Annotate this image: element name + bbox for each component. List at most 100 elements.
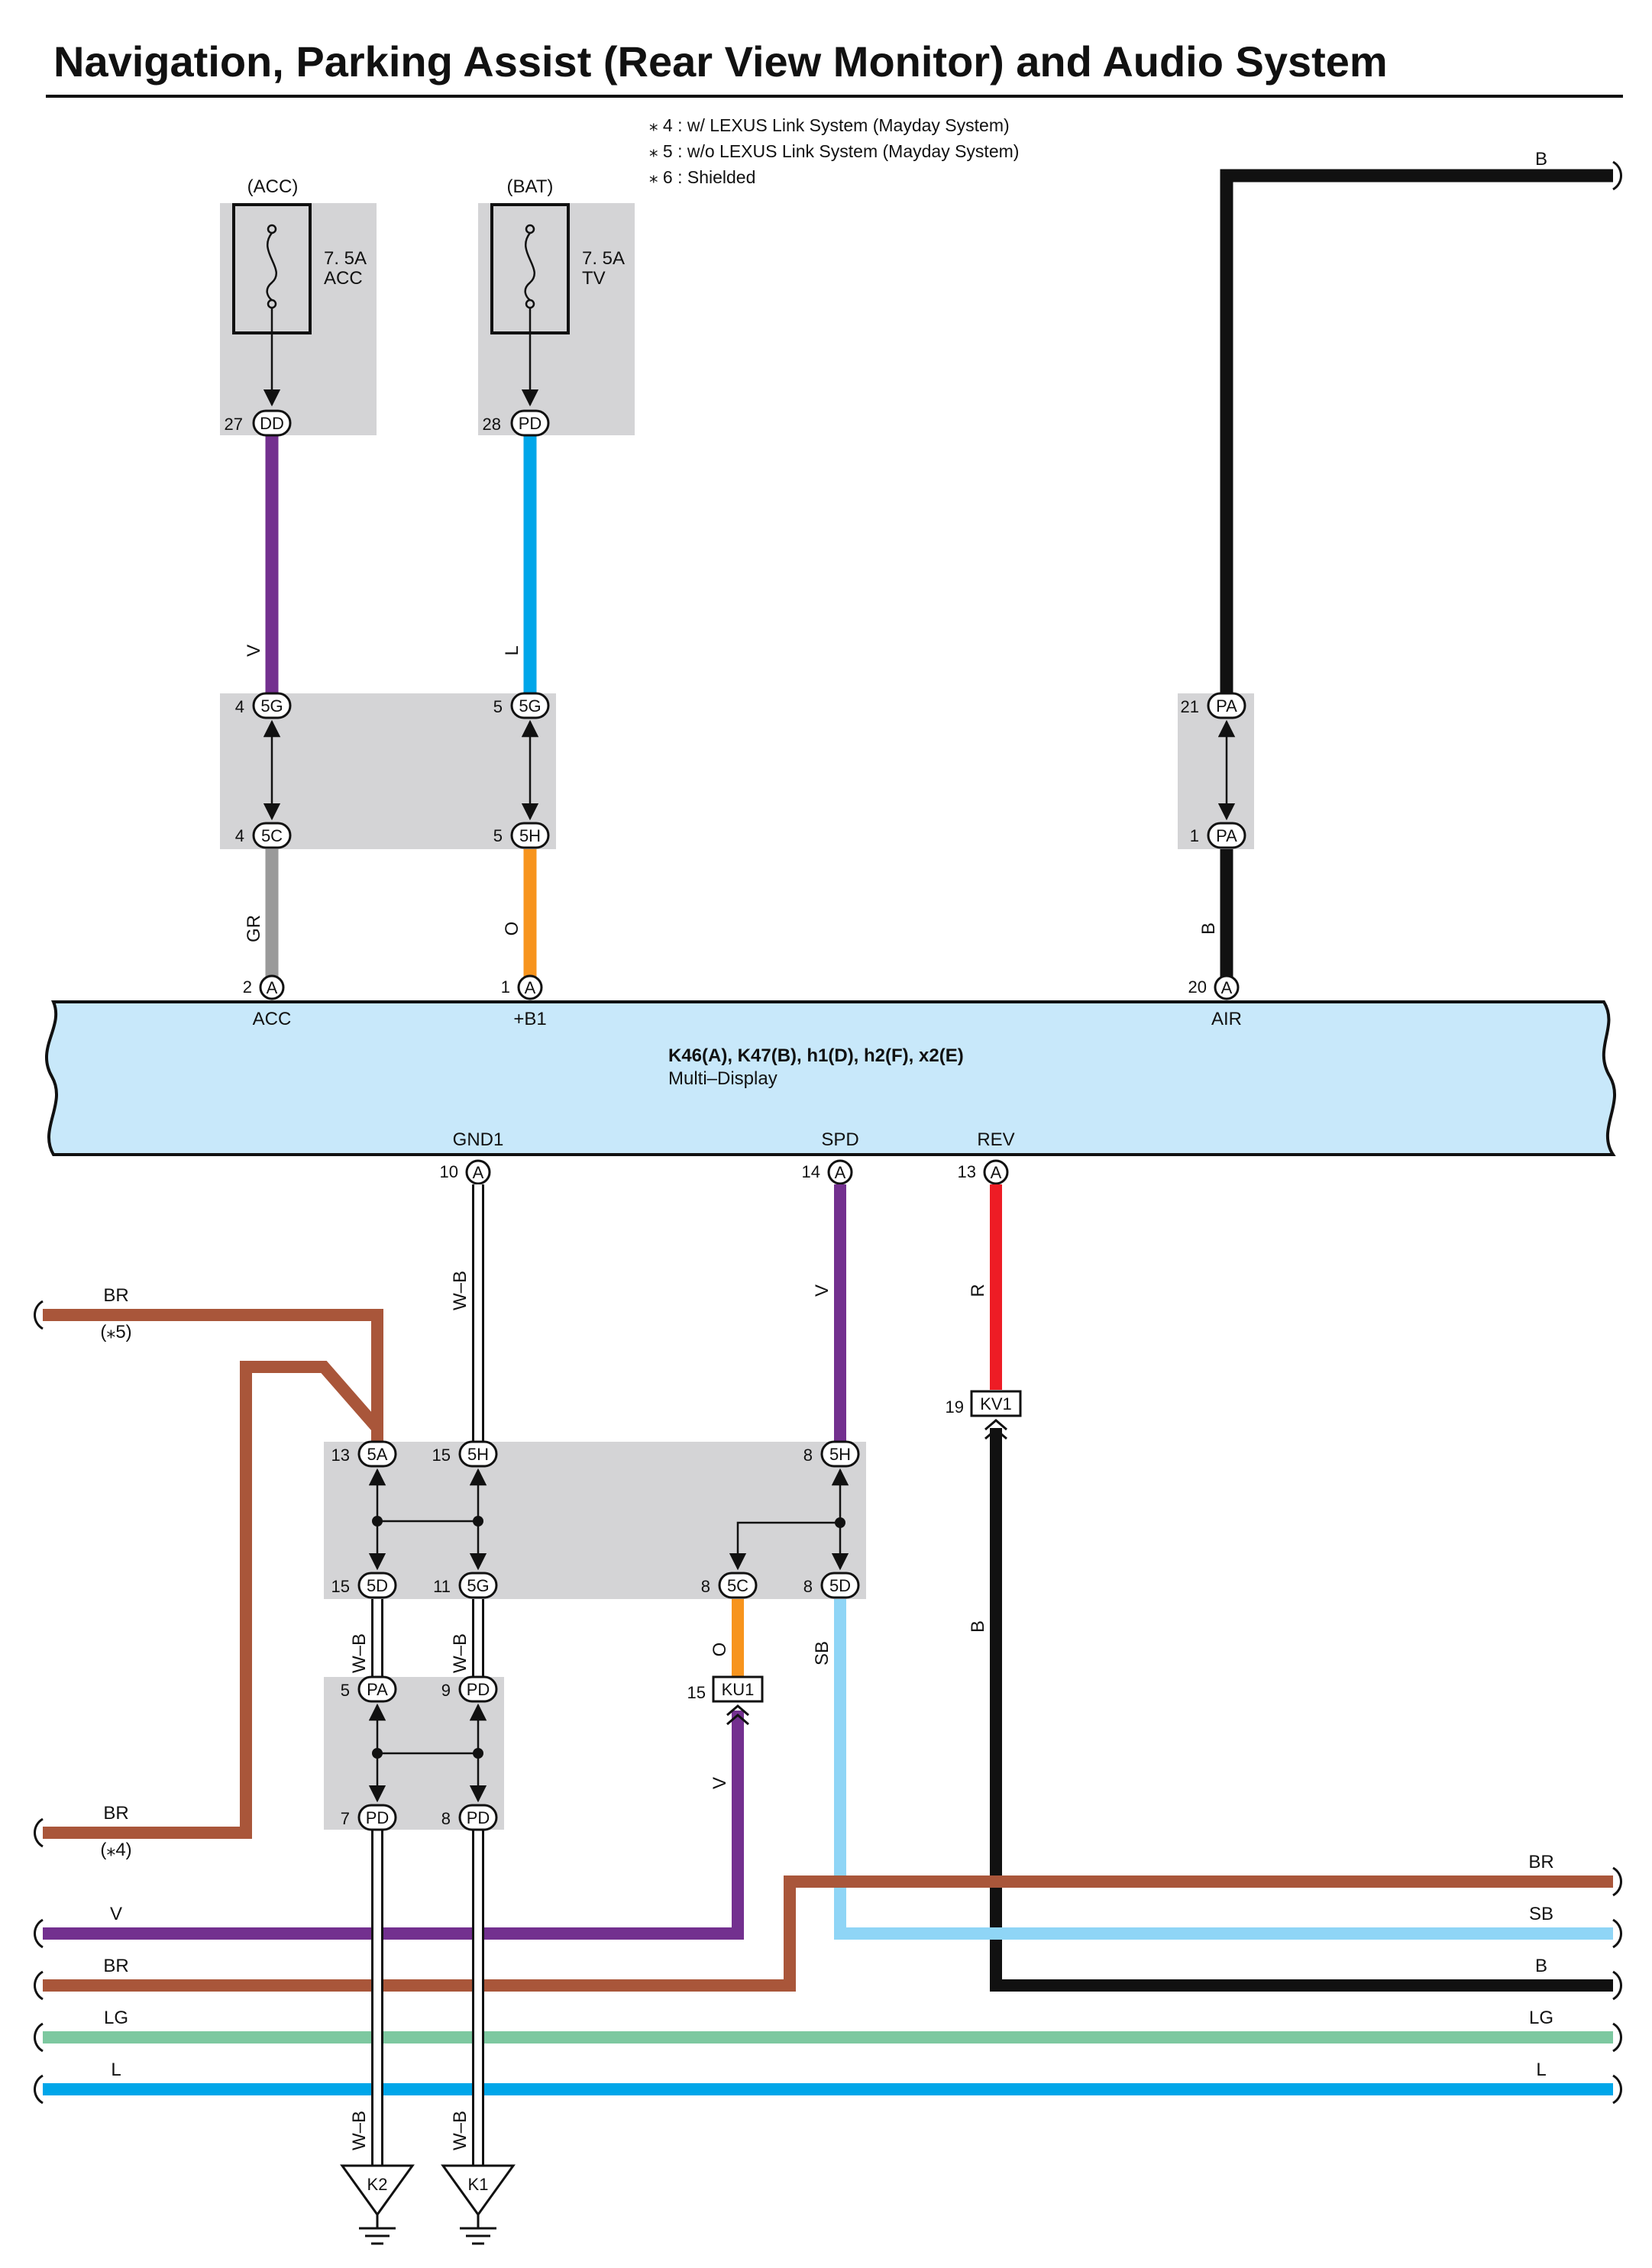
svg-text:5D: 5D [367, 1576, 388, 1595]
svg-text:4: 4 [235, 697, 244, 716]
fuse-acc: (ACC) 7. 5A ACC [232, 176, 367, 407]
right-label-b: B [1535, 1956, 1547, 1976]
label-wire-wb-k1: W–B [450, 2111, 470, 2150]
multi-display-description: Multi–Display [668, 1068, 778, 1089]
fuse-box-bat [478, 203, 635, 435]
svg-text:10: 10 [440, 1162, 458, 1181]
connector-pd-28: 28 PD [483, 409, 550, 437]
svg-text:KV1: KV1 [980, 1394, 1012, 1413]
connector-pd-9: 9 PD [441, 1675, 498, 1703]
wire-br-long [43, 1875, 1613, 1992]
page-title: Navigation, Parking Assist (Rear View Mo… [53, 37, 1388, 86]
left-label-note4: (⁎4) [100, 1840, 131, 1860]
connector-5h-15: 15 5H [432, 1440, 498, 1468]
svg-text:27: 27 [225, 415, 243, 434]
left-label-br: BR [103, 1956, 128, 1976]
svg-text:5G: 5G [260, 696, 283, 716]
svg-text:PD: PD [467, 1680, 490, 1699]
svg-text:13: 13 [331, 1446, 350, 1465]
connector-pa-5: 5 PA [341, 1675, 397, 1703]
svg-text:20: 20 [1188, 977, 1207, 997]
label-wire-b-air: B [1198, 922, 1219, 935]
fuse-bat-name: TV [582, 268, 606, 289]
left-label-note5: (⁎5) [100, 1322, 131, 1342]
connector-5g-5: 5 5G [493, 692, 550, 719]
svg-text:1: 1 [501, 977, 510, 997]
label-wire-wb-gnd1: W–B [450, 1271, 470, 1310]
wire-v-ku1 [43, 1711, 744, 1940]
svg-text:PD: PD [519, 414, 542, 433]
label-wire-v-spd: V [812, 1284, 832, 1297]
svg-text:KU1: KU1 [722, 1680, 755, 1699]
svg-text:7: 7 [341, 1809, 350, 1828]
svg-text:A: A [473, 1163, 484, 1182]
svg-text:5D: 5D [829, 1576, 851, 1595]
connector-pa-1: 1 PA [1190, 822, 1246, 849]
svg-text:2: 2 [243, 977, 252, 997]
svg-text:8: 8 [441, 1809, 451, 1828]
svg-text:5H: 5H [519, 826, 541, 845]
svg-text:K1: K1 [468, 2175, 489, 2194]
ground-k1: K1 [441, 2164, 516, 2245]
svg-text:28: 28 [483, 415, 501, 434]
connector-5h-5: 5 5H [493, 822, 550, 849]
left-label-v: V [110, 1904, 122, 1924]
left-label-lg: LG [104, 2008, 128, 2028]
svg-text:SPD: SPD [821, 1129, 858, 1150]
label-wire-wb-right: W–B [450, 1633, 470, 1673]
svg-text:5H: 5H [467, 1445, 489, 1464]
ground-k2: K2 [340, 2164, 415, 2245]
multi-display-name: K46(A), K47(B), h1(D), h2(F), x2(E) [668, 1045, 964, 1066]
svg-text:8: 8 [803, 1577, 813, 1596]
pin-rev: REV 13 A [958, 1129, 1015, 1185]
connector-5d-8: 8 5D [803, 1572, 860, 1599]
svg-text:5C: 5C [727, 1576, 748, 1595]
right-label-l: L [1536, 2060, 1546, 2080]
connector-5g-11: 11 5G [433, 1572, 498, 1599]
svg-text:GND1: GND1 [453, 1129, 504, 1150]
label-wire-v: V [244, 645, 264, 657]
svg-text:PA: PA [1216, 696, 1237, 716]
svg-text:14: 14 [802, 1162, 820, 1181]
fuse-bat-source: (BAT) [507, 176, 554, 197]
mid-junction-internal [368, 1468, 849, 1571]
connector-kv1: 19 KV1 [946, 1390, 1022, 1440]
svg-text:5G: 5G [519, 696, 541, 716]
pin-gnd1: GND1 10 A [440, 1129, 504, 1185]
low-junction-internal [368, 1703, 487, 1803]
right-label-lg: LG [1529, 2008, 1553, 2028]
svg-text:K2: K2 [367, 2175, 388, 2194]
note-6: ⁎ 6 : Shielded [649, 167, 755, 187]
svg-text:15: 15 [331, 1577, 350, 1596]
fuse-acc-name: ACC [324, 268, 363, 289]
wire-end-b-top [1612, 160, 1622, 191]
label-wire-wb-k2: W–B [349, 2111, 370, 2150]
svg-text:REV: REV [977, 1129, 1014, 1150]
svg-text:8: 8 [701, 1577, 710, 1596]
label-wire-o: O [502, 922, 522, 936]
right-wire-ends [1612, 1866, 1622, 2105]
svg-text:ACC: ACC [253, 1009, 292, 1029]
wire-b-kv1 [990, 1428, 1613, 1992]
fuse-acc-source: (ACC) [247, 176, 299, 197]
note-4: ⁎ 4 : w/ LEXUS Link System (Mayday Syste… [649, 115, 1010, 135]
note-5: ⁎ 5 : w/o LEXUS Link System (Mayday Syst… [649, 141, 1019, 161]
connector-5h-8: 8 5H [803, 1440, 860, 1468]
connector-pd-7: 7 PD [341, 1804, 397, 1831]
connector-dd-27: 27 DD [225, 409, 292, 437]
svg-text:5G: 5G [467, 1576, 489, 1595]
label-wire-b-kv1: B [968, 1620, 988, 1633]
fuse-box-acc [220, 203, 377, 435]
svg-text:1: 1 [1190, 826, 1199, 845]
label-wire-wb-left: W–B [349, 1633, 370, 1673]
label-wire-r-rev: R [968, 1284, 988, 1297]
pin-acc: 2 A ACC [243, 974, 292, 1029]
left-label-l: L [111, 2060, 121, 2080]
svg-text:+B1: +B1 [513, 1009, 546, 1029]
svg-text:PA: PA [1216, 826, 1237, 845]
wire-b-air-top [1220, 169, 1613, 693]
svg-text:PD: PD [467, 1808, 490, 1827]
multi-display-body [45, 1000, 1616, 1156]
wire-br-note5 [43, 1309, 383, 1442]
